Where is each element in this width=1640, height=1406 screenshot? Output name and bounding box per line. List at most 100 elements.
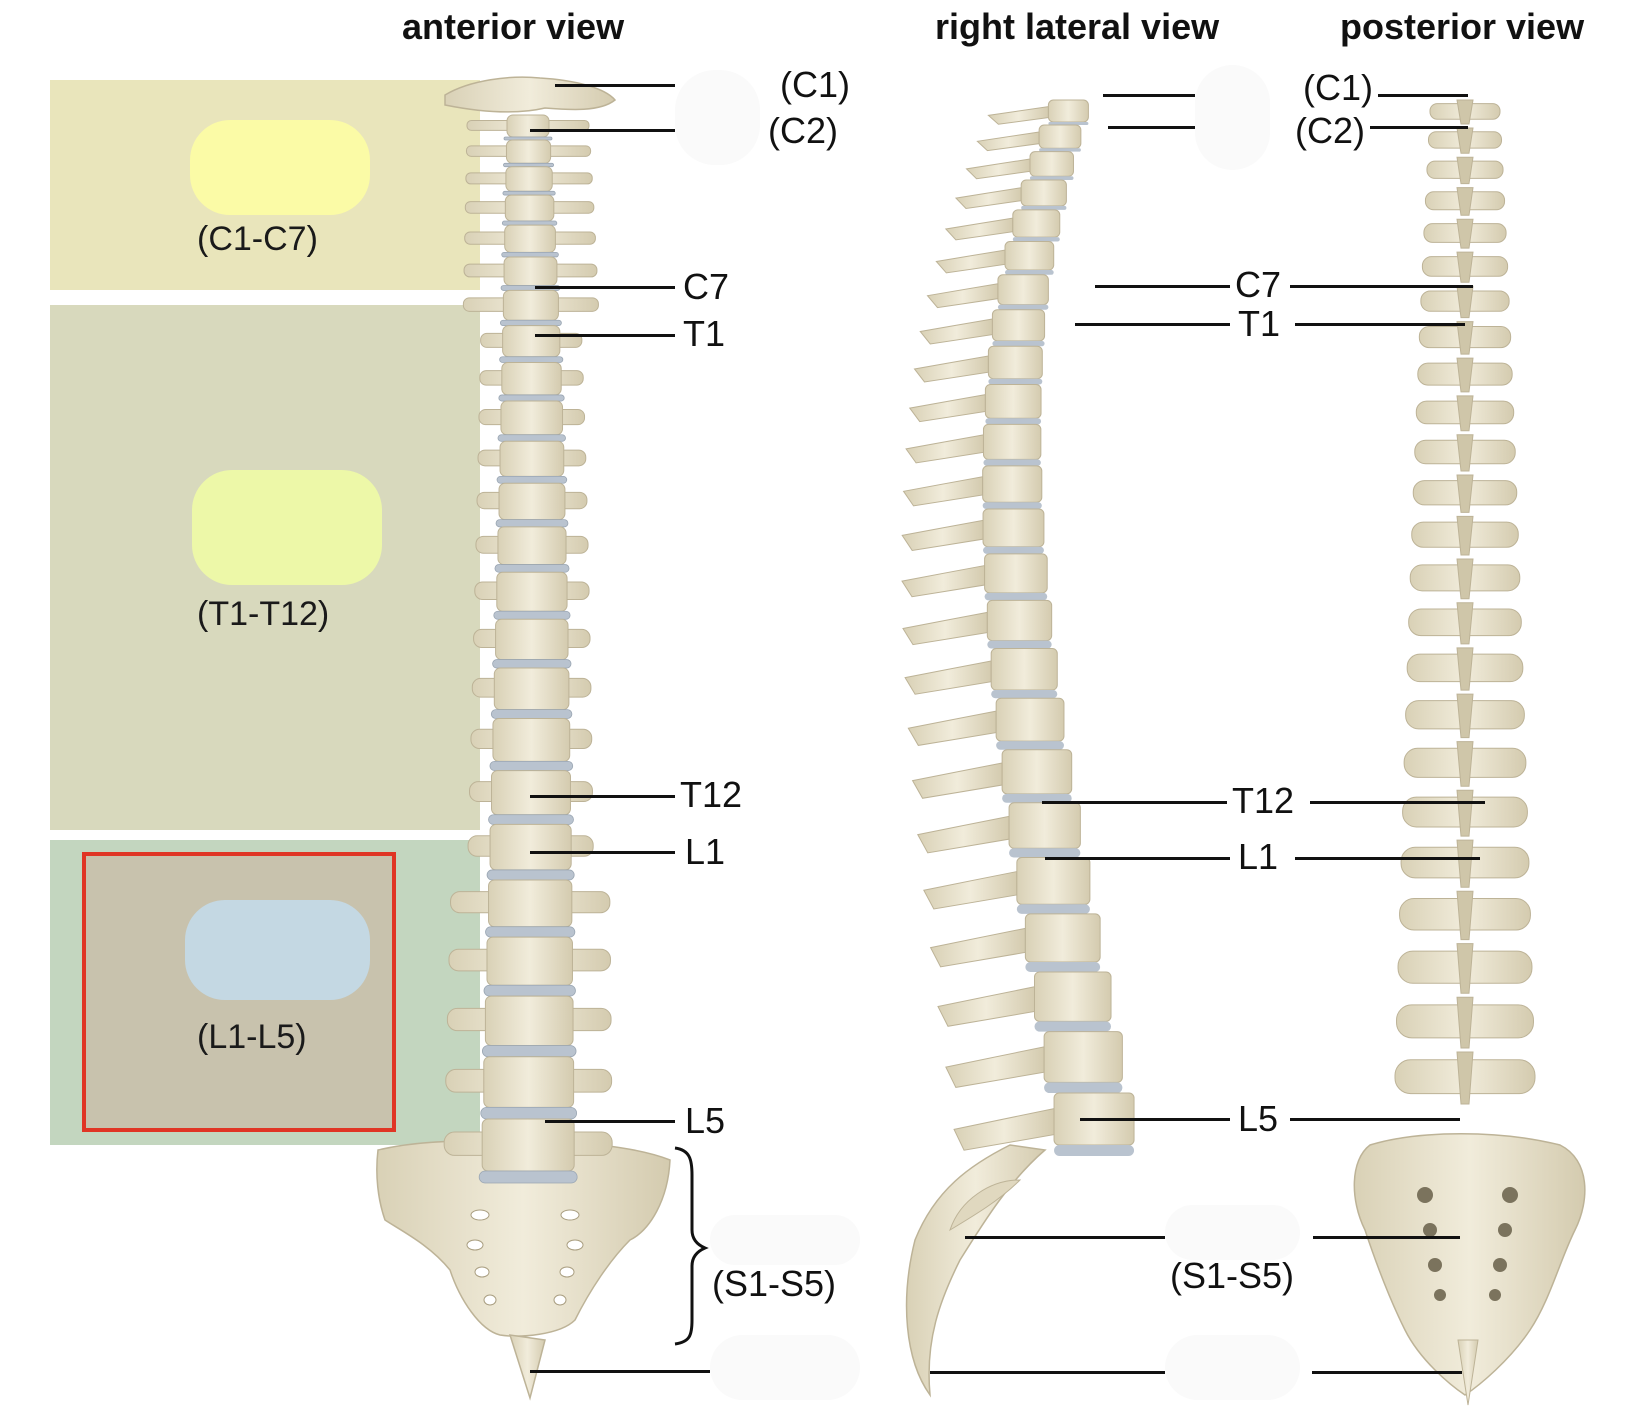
posterior-spinous-process: [1456, 156, 1474, 185]
leader-posterior-sacrum: [1313, 1236, 1460, 1239]
lateral-spinous-process: [945, 1046, 1045, 1088]
leader-lateral-c1: [1103, 94, 1195, 97]
label-lateral-sacrum: (S1-S5): [1170, 1255, 1295, 1296]
lumbar-range-label: (L1-L5): [197, 1018, 307, 1056]
lateral-vertebral-body: [1020, 179, 1067, 207]
lateral-spinous-process: [901, 519, 984, 552]
label-lateral-t12: T12: [1232, 780, 1295, 821]
anterior-disc: [492, 659, 572, 669]
anterior-vertebral-body: [500, 400, 564, 436]
posterior-spinous-process: [1456, 187, 1474, 216]
posterior-spinous-process: [1456, 434, 1474, 472]
anterior-vertebral-body: [499, 440, 565, 477]
lateral-spinous-process: [929, 927, 1026, 968]
leader-posterior-t12: [1310, 801, 1485, 804]
anterior-vertebral-body: [503, 256, 558, 286]
posterior-spinous-process: [1456, 839, 1474, 888]
anterior-vertebral-body: [504, 194, 555, 222]
anterior-vertebral-body: [505, 166, 553, 192]
posterior-spinous-process: [1456, 558, 1474, 600]
anterior-disc: [501, 220, 558, 226]
mask-anterior-sacrum: [710, 1215, 860, 1265]
lateral-spinous-process: [987, 106, 1049, 125]
lateral-disc: [1048, 122, 1089, 125]
label-posterior-c2: (C2): [1295, 110, 1365, 151]
lateral-vertebral-body: [982, 465, 1043, 503]
lateral-disc: [1005, 270, 1054, 275]
anterior-vertebral-body: [483, 1056, 575, 1108]
anterior-vertebral-body: [493, 667, 570, 711]
thoracic-blob: [192, 470, 382, 585]
lateral-disc: [1016, 904, 1090, 914]
anterior-disc: [503, 162, 555, 168]
anterior-vertebral-body: [491, 770, 571, 816]
lateral-disc: [992, 340, 1045, 347]
leader-lateral-t1: [1075, 323, 1230, 326]
lateral-vertebral-body: [1034, 971, 1112, 1022]
lateral-spinous-process: [902, 476, 984, 507]
label-anterior-c1: (C1): [780, 64, 850, 105]
anterior-vertebral-body: [495, 618, 569, 661]
lateral-vertebral-body: [984, 553, 1048, 594]
anterior-disc: [485, 926, 576, 938]
lateral-disc: [983, 459, 1041, 466]
anterior-disc: [501, 251, 559, 258]
posterior-spinous-process: [1456, 127, 1474, 154]
lateral-vertebral-body: [1047, 99, 1089, 123]
posterior-spinous-process: [1456, 1051, 1474, 1105]
mask-lateral-c1: [1195, 65, 1270, 170]
anterior-disc: [490, 709, 573, 719]
label-anterior-c7: C7: [683, 266, 730, 307]
lumbar-blob: [185, 900, 370, 1000]
lateral-disc: [1030, 176, 1074, 180]
lateral-vertebral-body: [1029, 151, 1074, 177]
lateral-spinous-process: [908, 394, 986, 423]
lateral-spinous-process: [976, 131, 1040, 152]
leader-lateral-sacrum: [965, 1236, 1165, 1239]
lateral-spinous-process: [937, 986, 1035, 1027]
label-lateral-l5: L5: [1238, 1098, 1279, 1139]
lateral-disc: [1012, 237, 1060, 242]
posterior-spine: [1353, 99, 1586, 1406]
anterior-vertebral-body: [484, 995, 574, 1046]
lateral-disc: [1044, 1082, 1123, 1093]
leader-anterior-c7: [535, 286, 675, 289]
anterior-vertebral-body: [486, 936, 573, 986]
lateral-disc: [996, 741, 1064, 750]
lateral-vertebral-body: [1008, 802, 1081, 849]
anterior-disc: [483, 984, 576, 997]
anterior-vertebral-body: [502, 289, 559, 321]
leader-lateral-l1: [1045, 857, 1230, 860]
lateral-vertebral-body: [1016, 857, 1091, 905]
anterior-spine: [376, 76, 671, 1401]
lateral-disc: [991, 690, 1058, 699]
anterior-disc: [481, 1045, 577, 1058]
anterior-view-title: anterior view: [402, 6, 625, 47]
lateral-spinous-process: [911, 762, 1003, 799]
leader-anterior-coccyx: [530, 1370, 710, 1373]
anterior-disc: [499, 356, 564, 363]
mask-lateral-coccyx: [1165, 1335, 1300, 1400]
leader-posterior-l1: [1295, 857, 1480, 860]
label-anterior-t1: T1: [683, 313, 726, 354]
lateral-spinous-process: [944, 217, 1014, 241]
anterior-disc: [497, 434, 566, 442]
leader-anterior-c2: [530, 129, 675, 132]
posterior-spinous-process: [1456, 647, 1474, 691]
label-anterior-sacrum: (S1-S5): [712, 1263, 837, 1304]
posterior-spinous-process: [1456, 251, 1474, 283]
lateral-disc: [983, 546, 1044, 554]
leader-lateral-c7: [1095, 285, 1230, 288]
anterior-disc: [499, 319, 562, 327]
posterior-spinous-process: [1456, 890, 1474, 941]
leader-anterior-c1: [555, 84, 675, 87]
lateral-vertebral-body: [1004, 241, 1055, 271]
mask-lateral-sacrum: [1165, 1205, 1300, 1260]
anterior-vertebral-body: [481, 1118, 575, 1172]
leader-posterior-coccyx: [1312, 1371, 1462, 1374]
label-lateral-l1: L1: [1238, 836, 1279, 877]
anterior-vertebral-body: [501, 361, 562, 396]
lateral-spinous-process: [907, 710, 997, 746]
anterior-disc: [498, 394, 565, 402]
